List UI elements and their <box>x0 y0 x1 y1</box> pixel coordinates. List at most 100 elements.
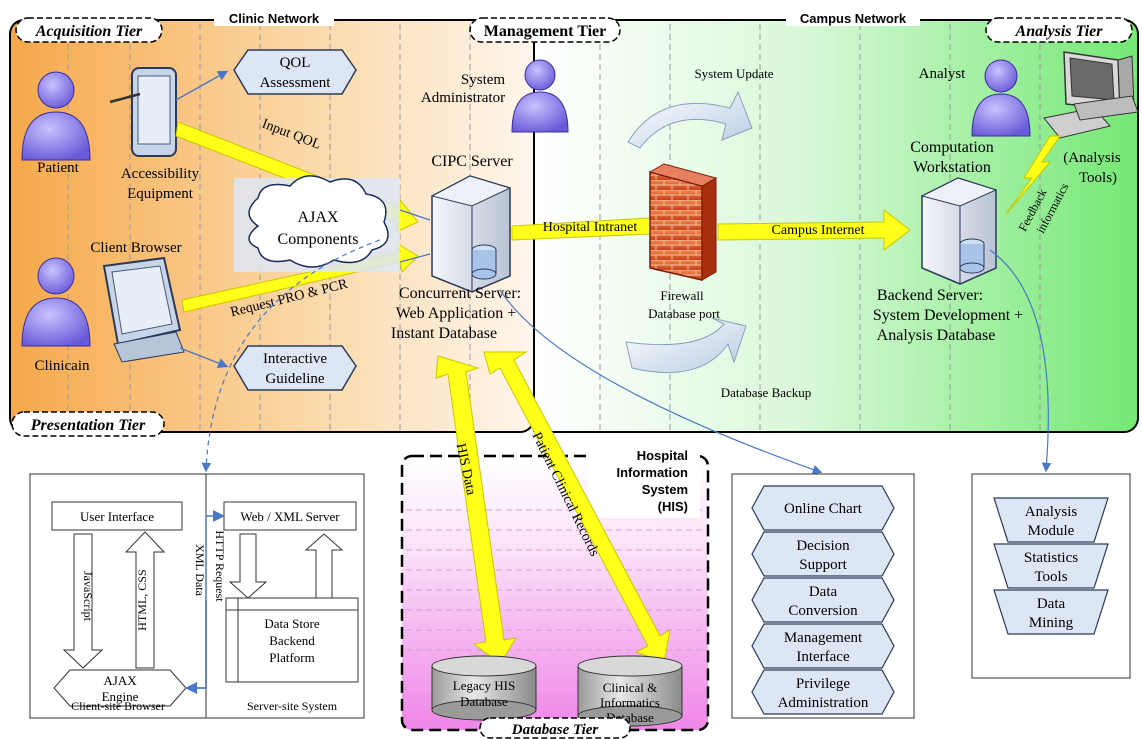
svg-text:Analysis Tier: Analysis Tier <box>1015 23 1104 40</box>
backend-server-label-2: System Development + <box>873 307 1023 324</box>
management-module-label: Decision <box>796 538 850 554</box>
web-xml-server-box: Web / XML Server <box>223 501 357 531</box>
ajax-label-2: Components <box>278 231 359 248</box>
clinic-network-label: Clinic Network <box>229 11 320 26</box>
analysis-module-label: Analysis <box>1025 504 1078 520</box>
management-tier-label: Management Tier <box>469 17 621 43</box>
patient-label: Patient <box>37 160 79 176</box>
analysis-module-label: Tools <box>1034 569 1067 585</box>
hospital-intranet-label: Hospital Intranet <box>543 220 638 235</box>
management-module-label: Management <box>784 630 863 646</box>
svg-text:Data Store: Data Store <box>264 616 319 631</box>
management-module: Online Chart <box>751 485 895 531</box>
his-label-1: Hospital <box>637 448 688 463</box>
database-backup-arrow <box>625 317 747 374</box>
his-label-4: (HIS) <box>658 499 688 514</box>
management-module-label: Administration <box>778 695 869 711</box>
legacy-his-database-icon <box>431 655 537 721</box>
patient-person-icon <box>21 71 91 161</box>
management-module-label: Privilege <box>796 676 850 692</box>
clinical-db-label-2: Informatics <box>600 695 660 710</box>
javascript-label: JavaScript <box>81 571 95 622</box>
server-down-arrow <box>228 533 268 599</box>
analysis-module-label: Statistics <box>1024 550 1078 566</box>
html-css-up-arrow <box>124 531 166 669</box>
management-module-label: Online Chart <box>784 501 863 517</box>
xml-data-label: XML Data <box>193 544 207 597</box>
concurrent-server-label-1: Concurrent Server: <box>399 285 521 302</box>
ajax-cloud-icon <box>248 175 389 268</box>
clinician-label: Clinicain <box>35 358 90 374</box>
analyst-label: Analyst <box>919 66 966 82</box>
workstation-label-1: Computation <box>910 139 994 156</box>
his-label-2: Information <box>617 465 689 480</box>
legacy-db-label-1: Legacy HIS <box>453 678 515 693</box>
backend-server-icon <box>920 177 998 285</box>
system-update-arrow <box>627 90 753 149</box>
concurrent-server-label-2: Web Application + <box>396 305 517 322</box>
svg-text:Presentation Tier: Presentation Tier <box>30 417 146 434</box>
acquisition-tier-label: Acquisition Tier <box>15 17 163 43</box>
cipc-server-icon <box>430 175 512 293</box>
backend-server-label-1: Backend Server: <box>877 287 983 304</box>
system-update-label: System Update <box>694 66 773 81</box>
analysis-tier-label: Analysis Tier <box>985 17 1133 43</box>
firewall-label-1: Firewall <box>660 288 704 303</box>
tablet-device-icon <box>109 67 177 157</box>
sysadmin-label-1: System <box>461 72 506 88</box>
management-module-label: Interface <box>796 649 850 665</box>
campus-internet-label: Campus Internet <box>772 223 865 238</box>
feedback-lightning-icon <box>1005 135 1061 215</box>
accessibility-label-2: Equipment <box>127 186 194 202</box>
svg-text:Guideline: Guideline <box>265 371 324 387</box>
http-request-label: HTTP Request <box>213 530 227 602</box>
firewall-icon <box>648 163 718 281</box>
ajax-connectors <box>399 209 431 263</box>
sysadmin-label-2: Administrator <box>421 90 505 106</box>
analysis-tools-label-1: (Analysis <box>1063 150 1121 166</box>
backend-server-label-3: Analysis Database <box>877 327 996 344</box>
server-site-label: Server-site System <box>247 699 338 713</box>
user-interface-box: User Interface <box>51 501 183 531</box>
datastore-box: Data Store Backend Platform <box>225 597 359 683</box>
html-css-label: HTML, CSS <box>135 569 149 630</box>
server-up-arrow <box>304 533 344 599</box>
firewall-label-2: Database port <box>648 306 720 321</box>
analysis-module-label: Module <box>1028 523 1075 539</box>
clinical-database-icon <box>577 655 683 727</box>
svg-text:Platform: Platform <box>269 650 315 665</box>
interactive-guideline-node: Interactive Guideline <box>233 345 357 391</box>
analysis-computer-icon <box>1043 51 1139 139</box>
accessibility-label-1: Accessibility <box>121 166 200 182</box>
svg-text:AJAX: AJAX <box>103 673 137 688</box>
svg-text:Assessment: Assessment <box>260 75 332 91</box>
his-label-3: System <box>642 482 688 497</box>
monitor-icon <box>102 256 185 363</box>
management-module-label: Data <box>809 584 838 600</box>
database-tier-label: Database Tier <box>479 717 631 739</box>
analysis-tools-label-2: Tools) <box>1079 170 1117 186</box>
javascript-down-arrow <box>62 533 104 669</box>
analysis-module-label: Mining <box>1029 615 1074 631</box>
analysis-module-label: Data <box>1037 596 1066 612</box>
svg-text:Backend: Backend <box>269 633 315 648</box>
management-module-label: Support <box>799 557 847 573</box>
qol-assessment-node: QOL Assessment <box>233 49 357 95</box>
svg-text:User Interface: User Interface <box>80 509 154 524</box>
svg-text:QOL: QOL <box>280 55 311 71</box>
clinician-person-icon <box>21 257 91 347</box>
svg-text:Database Tier: Database Tier <box>511 722 599 738</box>
svg-text:Engine: Engine <box>102 689 139 704</box>
concurrent-server-label-3: Instant Database <box>391 325 497 342</box>
campus-network-label: Campus Network <box>800 11 907 26</box>
clinical-db-label-1: Clinical & <box>603 680 658 695</box>
